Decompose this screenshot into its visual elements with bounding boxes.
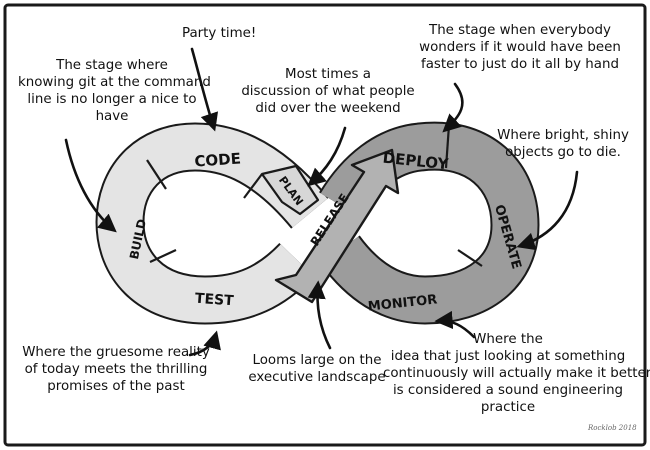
release-band xyxy=(274,148,400,304)
left-loop-band xyxy=(97,124,328,323)
arrow-operate xyxy=(516,170,579,251)
plan-segment xyxy=(260,164,320,216)
callout-arrows xyxy=(64,47,579,357)
arrow-release xyxy=(307,280,332,350)
stage-test: TEST xyxy=(194,291,234,310)
annotation-operate: Where bright, shiny objects go to die. xyxy=(497,128,629,160)
divider-test-build xyxy=(149,249,177,263)
annotation-deploy: The stage when everybody wonders if it w… xyxy=(419,23,621,72)
arrow-test xyxy=(188,330,221,357)
divider-code-plan xyxy=(243,173,263,199)
right-loop-band xyxy=(320,123,538,323)
panel-frame xyxy=(3,3,647,447)
arrow-party xyxy=(190,47,219,132)
divider-build-code xyxy=(146,159,167,190)
arrow-monitor xyxy=(434,310,476,339)
arrow-deploy xyxy=(442,82,464,133)
stage-code: CODE xyxy=(194,149,242,170)
arrow-build xyxy=(64,138,117,233)
annotation-test: Where the gruesome reality of today meet… xyxy=(22,345,210,394)
artist-signature: Rocklob 2018 xyxy=(588,424,637,432)
annotation-monitor: Where the idea that just looking at some… xyxy=(383,332,650,415)
annotation-release: Looms large on the executive landscape xyxy=(248,353,386,385)
annotation-party: Party time! xyxy=(182,26,257,41)
arrow-plan xyxy=(307,126,347,187)
stage-monitor: MONITOR xyxy=(367,292,438,314)
annotation-build: The stage where knowing git at the comma… xyxy=(18,58,211,124)
divider-operate-monitor xyxy=(457,249,483,267)
annotation-plan: Most times a discussion of what people d… xyxy=(241,67,415,116)
